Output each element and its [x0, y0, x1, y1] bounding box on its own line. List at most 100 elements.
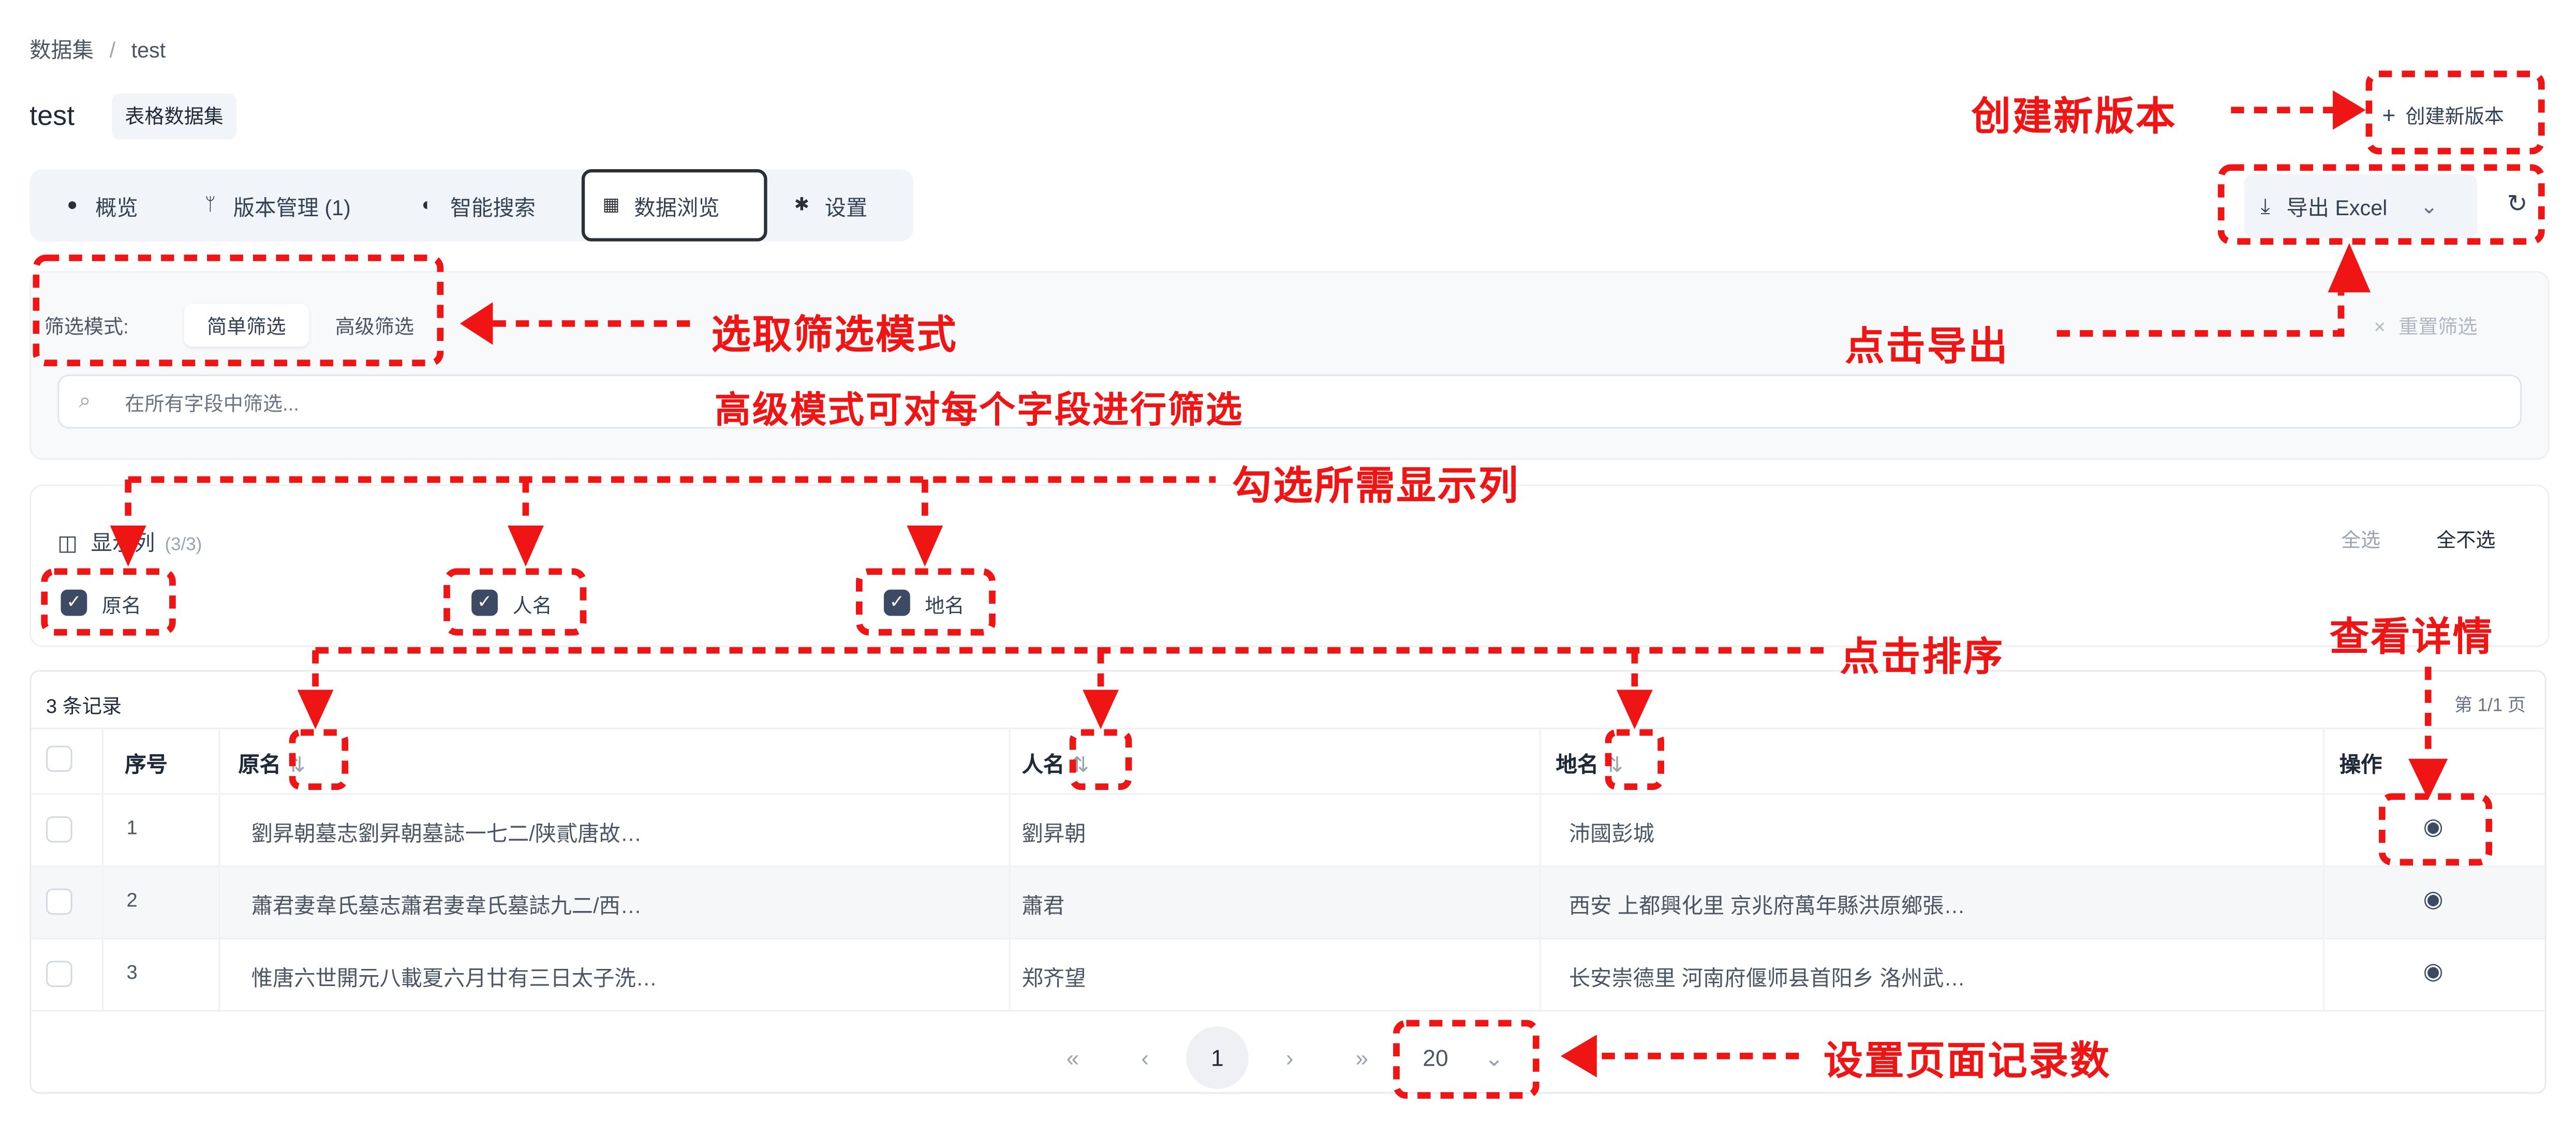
tab-label: 版本管理 (1) — [233, 195, 351, 219]
tab-bar: ●概览 ᛘ 版本管理 (1) ◐ 智能搜索 ▦ 数据浏览 ✱ 设置 — [29, 169, 914, 242]
columns-icon: ◫ — [57, 530, 78, 556]
column-label: 人名 — [512, 594, 552, 618]
dataset-type-badge: 表格数据集 — [111, 93, 237, 140]
row-checkbox[interactable] — [46, 961, 72, 987]
export-excel-dropdown[interactable]: ⤓ 导出 Excel ⌄ — [2244, 174, 2478, 238]
columns-title: ◫ 显示列 (3/3) — [57, 526, 202, 557]
download-icon: ⤓ — [2260, 193, 2270, 218]
header-label: 人名 — [1021, 752, 1065, 777]
advanced-filter-toggle[interactable]: 高级筛选 — [335, 314, 414, 338]
columns-count: (3/3) — [165, 535, 202, 556]
plus-icon: + — [2382, 101, 2396, 128]
cell-person: 蕭君 — [1021, 893, 1065, 918]
page-1-button[interactable]: 1 — [1186, 1026, 1249, 1089]
table-icon: ▦ — [602, 195, 620, 215]
reset-filter-button[interactable]: × 重置筛选 — [2374, 312, 2477, 340]
row-index: 2 — [126, 888, 138, 912]
view-detail-eye-icon[interactable]: ◉ — [2423, 957, 2444, 984]
tab-settings[interactable]: ✱ 设置 — [775, 181, 884, 230]
annotation-detail: 查看详情 — [2329, 614, 2494, 661]
column-checkbox-original[interactable]: ✓ — [61, 589, 87, 616]
cell-person: 郑齐望 — [1021, 965, 1086, 991]
column-label: 原名 — [101, 594, 142, 618]
header-label: 地名 — [1556, 752, 1599, 777]
row-checkbox[interactable] — [46, 816, 72, 843]
header-actions: 操作 — [2339, 752, 2382, 777]
tab-versions[interactable]: ᛘ 版本管理 (1) — [184, 181, 367, 230]
create-version-label: 创建新版本 — [2405, 105, 2504, 128]
column-checkbox-place[interactable]: ✓ — [883, 589, 910, 616]
divider — [31, 1010, 2545, 1012]
first-page-button[interactable]: « — [1066, 1044, 1079, 1071]
table-row — [31, 865, 2545, 939]
sort-icon[interactable]: ⇅ — [287, 752, 306, 777]
tab-label: 智能搜索 — [450, 195, 536, 219]
last-page-button[interactable]: » — [1355, 1044, 1369, 1071]
select-all-rows-checkbox[interactable] — [46, 745, 72, 772]
breadcrumb-current: test — [131, 38, 166, 63]
filter-panel — [29, 271, 2550, 460]
search-icon: ⌕ — [79, 387, 91, 412]
reset-filter-label: 重置筛选 — [2399, 315, 2478, 338]
next-page-button[interactable]: › — [1285, 1044, 1294, 1071]
page-size-select[interactable]: 20 ⌄ — [1423, 1044, 1504, 1072]
header-person[interactable]: 人名⇅ — [1022, 747, 1089, 778]
select-all-button[interactable]: 全选 — [2341, 529, 2381, 552]
tab-label: 设置 — [824, 195, 868, 219]
header-index: 序号 — [125, 752, 168, 777]
chevron-down-icon: ⌄ — [2420, 193, 2438, 218]
view-detail-eye-icon[interactable]: ◉ — [2423, 813, 2444, 840]
record-count: 3 条记录 — [46, 694, 122, 718]
search-placeholder: 在所有字段中筛选... — [125, 392, 299, 416]
search-input[interactable]: ⌕ 在所有字段中筛选... — [57, 374, 2522, 429]
annotation-export: 点击导出 — [1845, 323, 2009, 370]
breadcrumb-root[interactable]: 数据集 — [29, 38, 94, 63]
row-index: 3 — [126, 961, 138, 984]
page-size-value: 20 — [1423, 1044, 1448, 1071]
sort-icon[interactable]: ⇅ — [1071, 752, 1089, 777]
page-title: test — [29, 100, 75, 131]
table-header — [31, 727, 2545, 795]
view-detail-eye-icon[interactable]: ◉ — [2423, 885, 2444, 912]
header-place[interactable]: 地名⇅ — [1556, 747, 1623, 778]
cell-person: 劉昇朝 — [1021, 821, 1086, 846]
export-label: 导出 Excel — [2286, 195, 2388, 220]
brain-icon: ◐ — [421, 195, 433, 215]
header-original[interactable]: 原名⇅ — [238, 747, 305, 778]
table-row — [31, 793, 2545, 867]
select-none-button[interactable]: 全不选 — [2436, 529, 2496, 552]
columns-title-label: 显示列 — [91, 530, 155, 556]
breadcrumb: 数据集 / test — [29, 33, 166, 64]
tab-label: 数据浏览 — [634, 195, 720, 219]
column-label: 地名 — [925, 594, 965, 618]
page-info: 第 1/1 页 — [2454, 696, 2526, 716]
breadcrumb-separator: / — [109, 38, 116, 63]
tab-label: 概览 — [95, 195, 138, 219]
filter-mode-label: 筛选模式: — [44, 315, 129, 338]
simple-filter-toggle[interactable]: 简单筛选 — [184, 304, 309, 347]
cell-place: 长安崇德里 河南府偃师县首阳乡 洛州武… — [1568, 965, 1965, 991]
prev-page-button[interactable]: ‹ — [1141, 1044, 1149, 1071]
annotation-columns: 勾选所需显示列 — [1232, 463, 1520, 510]
header-label: 原名 — [238, 752, 281, 777]
annotation-page-size: 设置页面记录数 — [1823, 1038, 2111, 1084]
sort-icon[interactable]: ⇅ — [1605, 752, 1623, 777]
column-checkbox-person[interactable]: ✓ — [471, 589, 498, 616]
row-index: 1 — [126, 816, 138, 840]
chevron-down-icon: ⌄ — [1484, 1044, 1504, 1071]
table-row — [31, 937, 2545, 1012]
cell-original: 劉昇朝墓志劉昇朝墓誌一七二/陕貳唐故… — [251, 821, 642, 846]
close-icon: × — [2374, 315, 2386, 338]
annotation-create: 创建新版本 — [1971, 93, 2177, 140]
tab-data-browse[interactable]: ▦ 数据浏览 — [581, 169, 767, 242]
tab-overview[interactable]: ●概览 — [46, 181, 155, 230]
branch-icon: ᛘ — [204, 195, 216, 215]
create-version-button[interactable]: + 创建新版本 — [2382, 102, 2504, 130]
gear-icon: ✱ — [794, 195, 809, 215]
refresh-icon[interactable]: ↻ — [2507, 190, 2528, 219]
tab-smart-search[interactable]: ◐ 智能搜索 — [401, 181, 552, 230]
row-checkbox[interactable] — [46, 888, 72, 915]
cell-original: 惟唐六世開元八載夏六月廿有三日太子洗… — [251, 965, 657, 991]
annotation-advanced: 高级模式可对每个字段进行筛选 — [714, 391, 1244, 432]
